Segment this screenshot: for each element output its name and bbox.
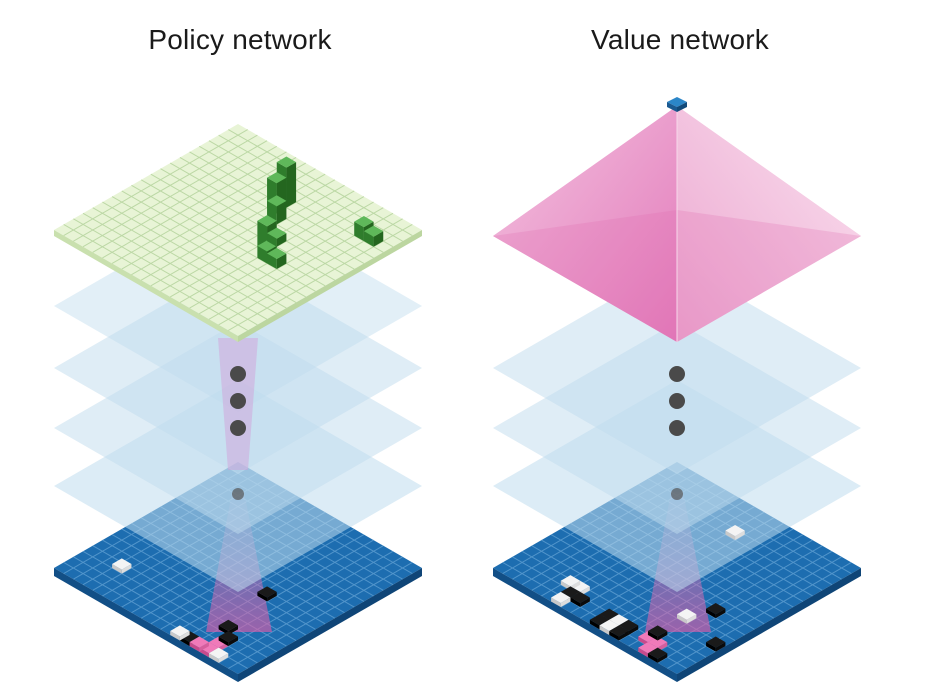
board-stones bbox=[112, 558, 277, 663]
value-output-pyramid bbox=[493, 106, 861, 342]
black-stone bbox=[609, 625, 629, 641]
black-stone bbox=[706, 603, 726, 619]
white-stone bbox=[208, 647, 229, 663]
probability-bar bbox=[267, 227, 287, 247]
probability-bar bbox=[363, 225, 384, 247]
board-stones bbox=[551, 524, 745, 663]
ellipsis-dot bbox=[671, 488, 683, 500]
white-stone bbox=[725, 524, 745, 541]
black-stone bbox=[218, 630, 238, 647]
ellipsis-dot bbox=[230, 366, 246, 382]
white-stone bbox=[551, 591, 571, 608]
ellipsis-dot bbox=[669, 420, 685, 436]
black-stone bbox=[706, 636, 726, 652]
highlighted-stone bbox=[189, 636, 209, 652]
white-stone bbox=[112, 558, 132, 574]
white-stone bbox=[677, 608, 697, 624]
policy-network bbox=[54, 124, 422, 682]
ellipsis-dot bbox=[230, 393, 246, 409]
ellipsis-dot bbox=[669, 366, 685, 382]
value-network-title: Value network bbox=[591, 24, 769, 55]
probability-bar bbox=[267, 195, 287, 225]
ellipsis-dot bbox=[230, 420, 246, 436]
ellipsis-dot bbox=[669, 393, 685, 409]
value-network bbox=[493, 97, 861, 682]
black-stone bbox=[647, 647, 668, 663]
policy-output-board bbox=[54, 124, 422, 342]
value-output-scalar bbox=[667, 97, 687, 112]
black-stone bbox=[647, 625, 668, 641]
white-stone bbox=[170, 625, 190, 641]
move-probability-bars bbox=[257, 156, 384, 270]
black-stone bbox=[570, 591, 590, 608]
probability-bar bbox=[267, 247, 287, 270]
ellipsis-dot bbox=[232, 488, 244, 500]
black-stone bbox=[257, 586, 277, 602]
policy-network-title: Policy network bbox=[148, 24, 332, 55]
